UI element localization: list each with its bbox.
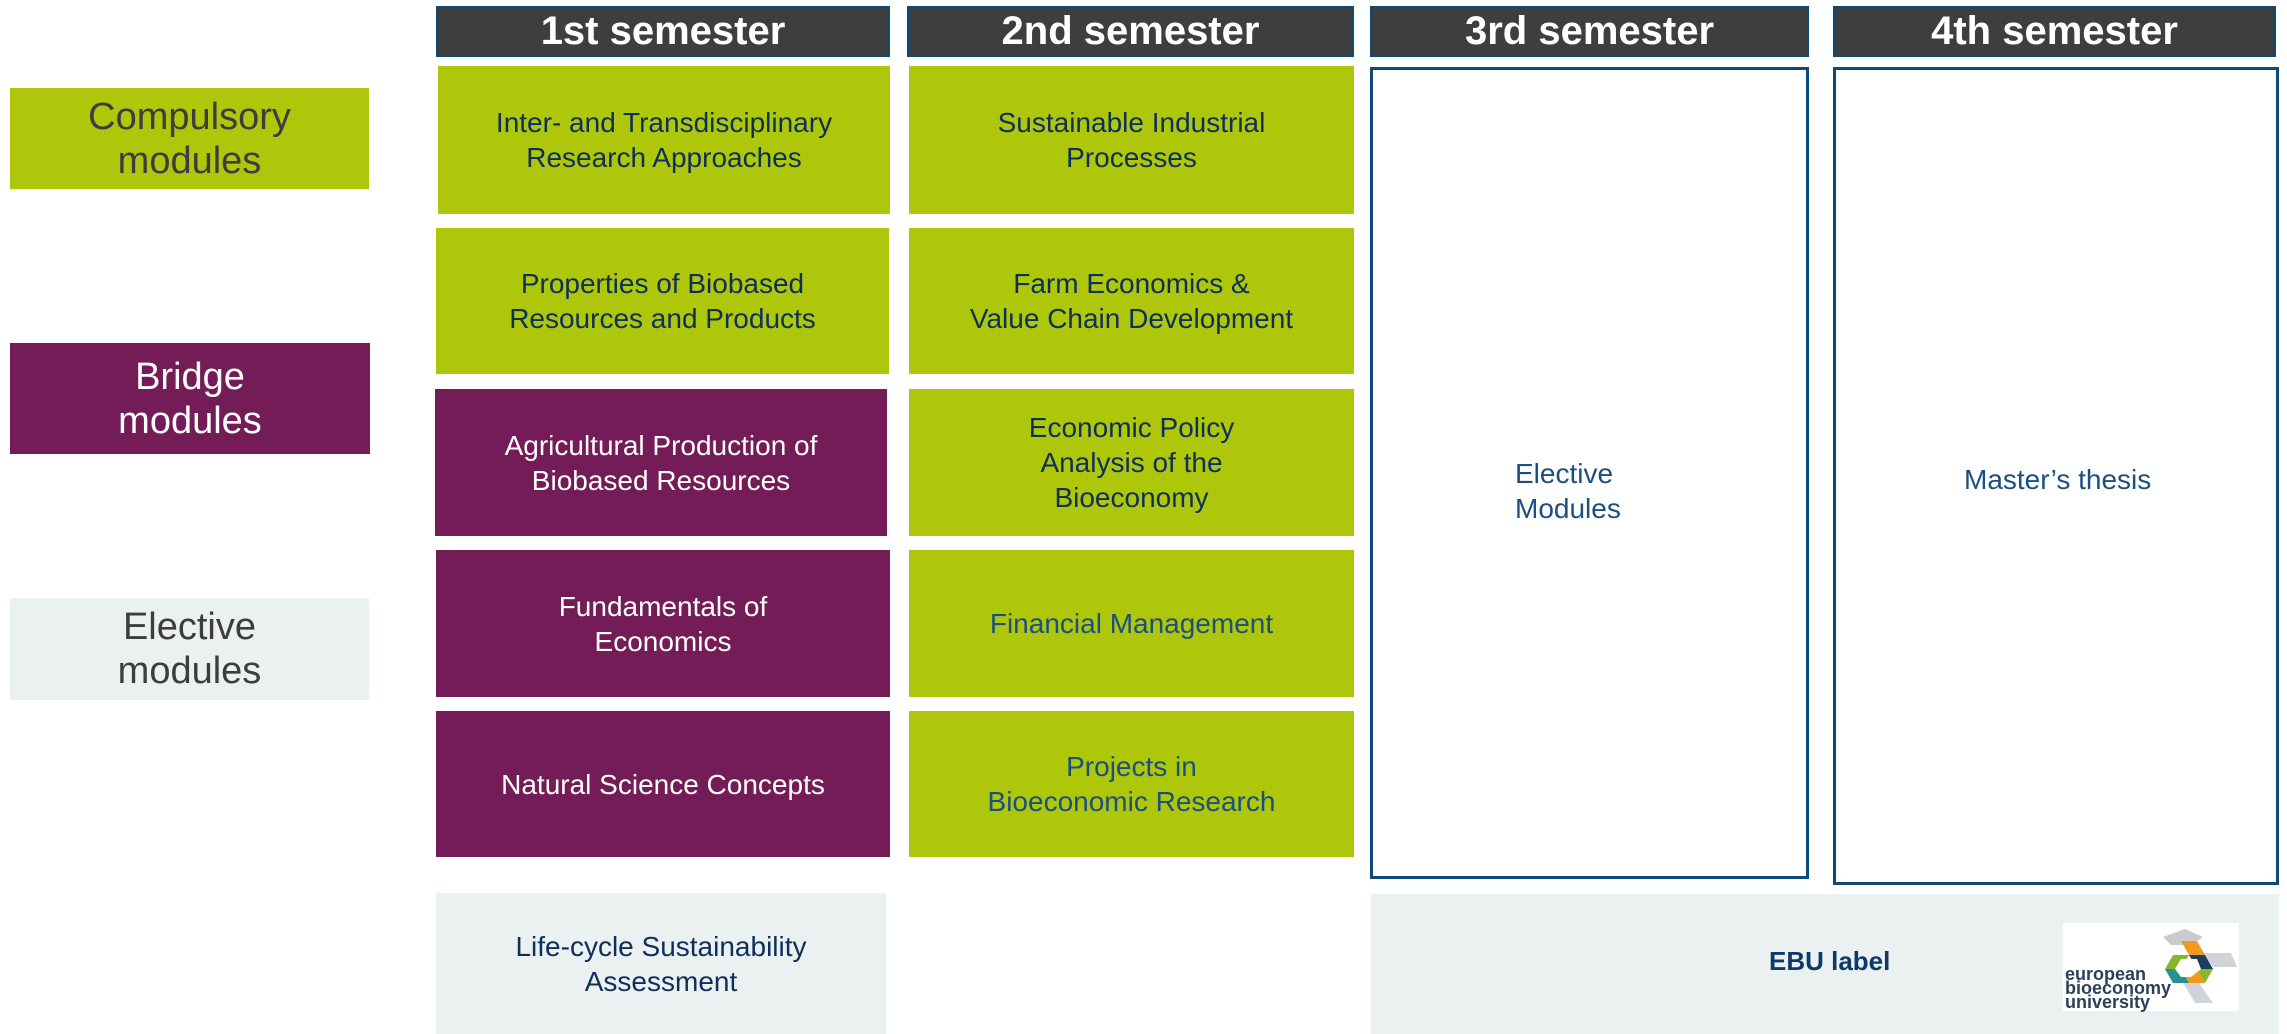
module-natural-science-concepts: Natural Science Concepts [436,711,890,857]
semester-4-title: 4th semester [1931,9,2178,53]
ebu-label-bar: EBU label european bioeconomy university [1371,894,2279,1034]
module-label: Life-cycle Sustainability Assessment [515,930,807,997]
ebu-logo-line-3: university [2065,992,2151,1012]
module-label: Farm Economics & Value Chain Development [969,268,1294,334]
semester-2-header: 2nd semester [907,6,1354,57]
module-label: Projects in Bioeconomic Research [987,751,1276,817]
module-label: Properties of Biobased Resources and Pro… [509,268,816,334]
semester-1-header: 1st semester [436,6,890,57]
module-label: Economic Policy Analysis of the Bioecono… [1028,412,1235,513]
legend-elective-label: Elective modules [117,606,262,692]
module-farm-economics: Farm Economics & Value Chain Development [909,228,1354,374]
module-inter-transdisciplinary: Inter- and Transdisciplinary Research Ap… [438,66,890,214]
ebu-logo-line-1: european [2065,964,2147,984]
semester-3-title: 3rd semester [1464,9,1715,53]
semester-3-elective-box: Elective Modules [1370,67,1809,879]
semester-1-title: 1st semester [540,9,786,53]
legend-bridge-label: Bridge modules [118,355,262,442]
ebu-label-text: EBU label [1769,946,1891,976]
legend-compulsory-modules: Compulsory modules [10,88,369,189]
legend-bridge-modules: Bridge modules [10,343,370,454]
module-label: Fundamentals of Economics [558,590,768,657]
module-sustainable-industrial: Sustainable Industrial Processes [909,66,1354,214]
legend-elective-modules: Elective modules [10,598,369,700]
module-label: Financial Management [989,608,1274,639]
legend-compulsory-label: Compulsory modules [88,95,291,182]
module-label: Natural Science Concepts [501,768,825,800]
semester-4-header: 4th semester [1833,6,2276,57]
module-label: Inter- and Transdisciplinary Research Ap… [495,107,833,173]
semester-4-thesis-box: Master’s thesis [1833,67,2279,885]
module-life-cycle-sustainability: Life-cycle Sustainability Assessment [436,893,886,1034]
module-agricultural-production: Agricultural Production of Biobased Reso… [435,389,887,536]
module-financial-management: Financial Management [909,550,1354,697]
module-economic-policy: Economic Policy Analysis of the Bioecono… [909,389,1354,536]
masters-thesis-label: Master’s thesis [1964,464,2152,495]
module-projects-bioeconomic: Projects in Bioeconomic Research [909,711,1354,857]
semester-3-header: 3rd semester [1370,6,1809,57]
elective-modules-label: Elective Modules [1515,458,1621,524]
module-fundamentals-economics: Fundamentals of Economics [436,550,890,697]
ebu-logo: european bioeconomy university [2063,923,2239,1011]
ebu-logo-hexagon-icon [2163,929,2237,1003]
module-label: Agricultural Production of Biobased Reso… [504,429,818,496]
module-properties-biobased: Properties of Biobased Resources and Pro… [436,228,889,374]
ebu-logo-line-2: bioeconomy [2065,978,2172,998]
module-label: Sustainable Industrial Processes [997,107,1266,173]
semester-2-title: 2nd semester [1001,9,1260,53]
